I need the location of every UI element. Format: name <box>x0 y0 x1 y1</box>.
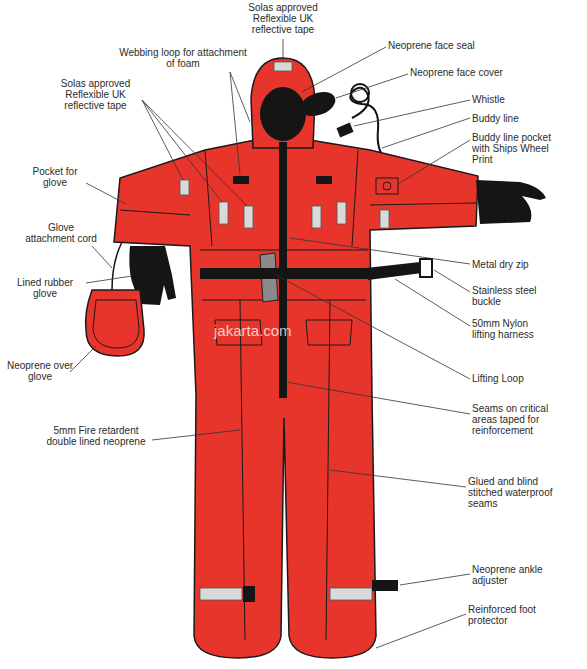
webbing-loop <box>233 176 249 184</box>
callout-label: Reinforced foot protector <box>468 604 568 626</box>
callout-label: Metal dry zip <box>472 259 572 270</box>
suit-body <box>114 140 478 658</box>
seams <box>120 150 476 640</box>
ankle-adjuster <box>243 586 255 602</box>
leader-line <box>70 39 470 648</box>
ankle-adjuster <box>372 580 398 591</box>
callout-label: Solas approved Reflexible UK reflective … <box>48 78 143 111</box>
ships-wheel <box>383 182 391 190</box>
whistle <box>336 122 354 138</box>
callout-label: Buddy line <box>472 113 552 124</box>
callout-label: Lined rubber glove <box>4 277 86 299</box>
buddy-line-ring <box>351 84 369 102</box>
callout-label: Neoprene face cover <box>410 67 550 78</box>
lifting-harness <box>200 268 368 279</box>
callout-label: Stainless steel buckle <box>472 285 552 307</box>
reflective-tape <box>274 62 292 71</box>
steel-buckle <box>420 259 432 277</box>
callout-label: Neoprene over glove <box>4 360 76 382</box>
callout-label: 5mm Fire retardent double lined neoprene <box>40 425 152 447</box>
watermark: jakarta.com <box>214 322 292 339</box>
webbing-loop <box>316 176 332 184</box>
callout-label: Whistle <box>472 94 552 105</box>
callout-label: Seams on critical areas taped for reinfo… <box>472 403 564 436</box>
lifting-harness <box>366 262 422 280</box>
callout-label: Glued and blind stitched waterproof seam… <box>468 476 574 509</box>
callout-label: Neoprene ankle adjuster <box>472 564 554 586</box>
reflective-tape <box>180 180 389 600</box>
face-seal <box>260 87 306 141</box>
callout-label: Buddy line pocket with Ships Wheel Print <box>472 132 554 165</box>
over-glove <box>86 290 145 356</box>
callout-label: Webbing loop for attachment of foam <box>118 47 248 69</box>
face-cover <box>297 88 338 121</box>
over-glove-seam <box>93 300 139 348</box>
callout-label: Glove attachment cord <box>24 222 98 244</box>
buddy-line-pocket <box>376 178 398 194</box>
callout-label: 50mm Nylon lifting harness <box>472 318 552 340</box>
callout-label: Lifting Loop <box>472 373 562 384</box>
callout-label: Neoprene face seal <box>388 40 508 51</box>
glove-cord <box>112 242 122 290</box>
rubber-glove <box>476 180 546 224</box>
callout-label: Solas approved Reflexible UK reflective … <box>238 2 328 35</box>
callout-label: Pocket for glove <box>25 166 85 188</box>
